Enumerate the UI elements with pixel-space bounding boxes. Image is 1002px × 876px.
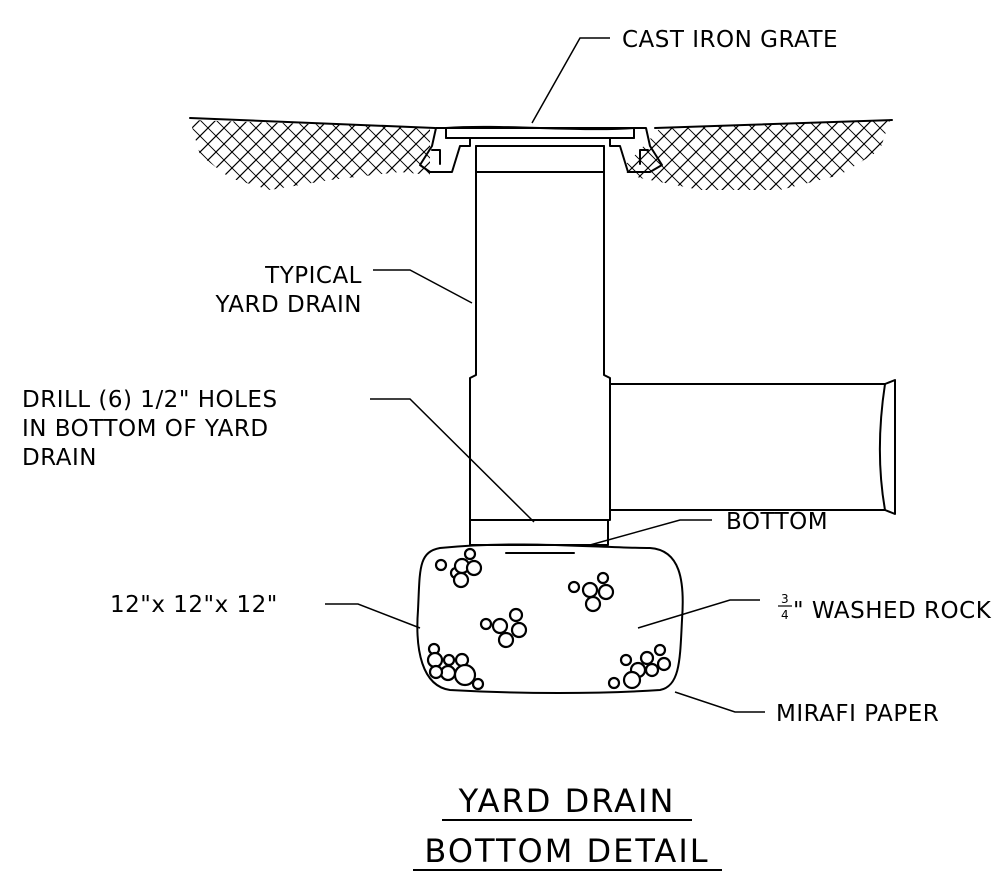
label-yard-drain: YARD DRAIN (215, 292, 362, 318)
yard-drain-pipe (469, 145, 611, 546)
leader-bottom (589, 519, 712, 546)
ground-line (189, 117, 436, 129)
label-cast-iron-grate: CAST IRON GRATE (622, 27, 838, 53)
label-bottom: BOTTOM (726, 509, 828, 535)
label-drill-line-3: DRAIN (22, 445, 97, 471)
leader-typical (373, 269, 473, 304)
label-typical: TYPICAL (264, 263, 362, 289)
title-line-1: YARD DRAIN (458, 782, 676, 820)
leader-grate (531, 37, 610, 124)
rock-label-text: " WASHED ROCK (793, 598, 992, 624)
soil-hatch-right (620, 120, 890, 190)
washed-rock-pocket (416, 543, 684, 694)
cast-iron-grate (419, 125, 663, 173)
leader-dimension (325, 603, 421, 629)
leader-drill (370, 398, 535, 523)
label-drill-line-2: IN BOTTOM OF YARD (22, 416, 269, 442)
rock-fraction-numerator: 3 (781, 592, 789, 606)
label-mirafi-paper: MIRAFI PAPER (776, 701, 939, 727)
label-dimension: 12"x 12"x 12" (110, 592, 278, 618)
rock-fraction-denominator: 4 (781, 608, 789, 622)
label-washed-rock: 3 4 " WASHED ROCK (778, 592, 992, 624)
leader-paper (674, 691, 765, 713)
title-line-2: BOTTOM DETAIL (424, 832, 709, 870)
leader-rock (637, 599, 760, 629)
label-drill-line-1: DRILL (6) 1/2" HOLES (22, 387, 278, 413)
side-pipe (609, 379, 896, 515)
